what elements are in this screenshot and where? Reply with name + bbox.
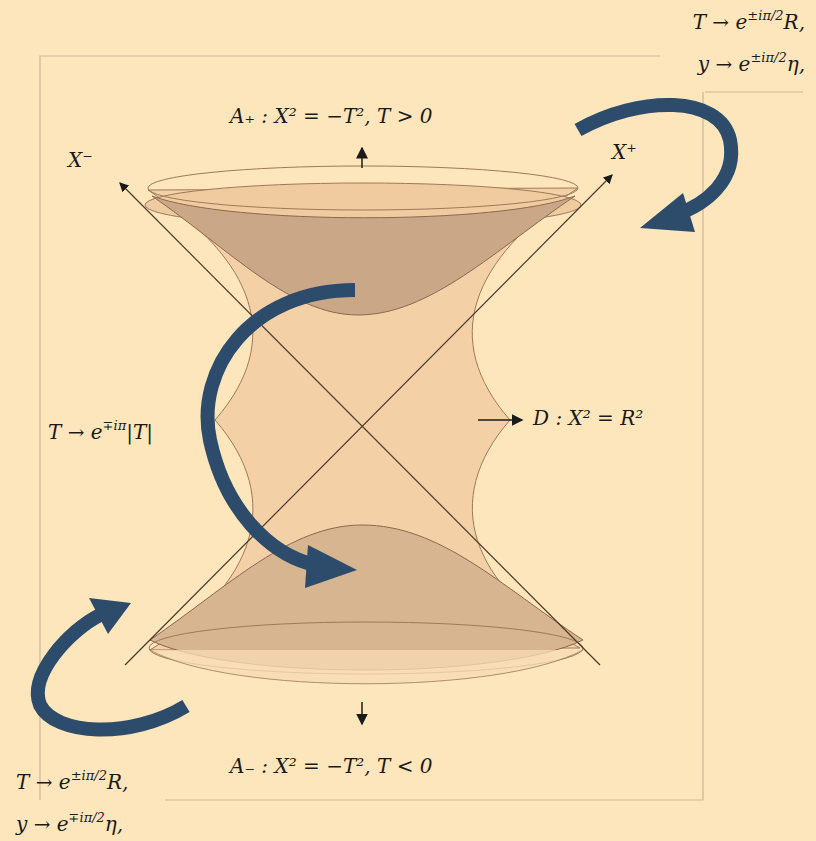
axis-label: X⁺ [612, 140, 637, 164]
math-text: R, [107, 770, 128, 794]
math-text: y → e [16, 812, 69, 836]
math-text: X⁻ [68, 148, 93, 172]
transform-rule: y → e±iπ/2η, [698, 50, 805, 76]
transform-rule: T → e∓iπ|T| [48, 418, 153, 444]
math-text: y → e [698, 52, 751, 76]
math-text: η, [787, 52, 805, 76]
math-text: |T| [126, 420, 153, 444]
transform-rule: T → e±iπ/2R, [16, 768, 128, 794]
math-text: X⁺ [612, 140, 637, 164]
axis-label: X⁻ [68, 148, 93, 172]
math-text: A₋ : X² = −T², T < 0 [230, 754, 433, 778]
math-text: T → e [48, 420, 103, 444]
exponent: ±iπ/2 [747, 8, 783, 23]
math-text: η, [105, 812, 123, 836]
math-text: R, [784, 10, 805, 34]
transform-rule: y → e∓iπ/2η, [16, 810, 123, 836]
exponent: ±iπ/2 [750, 50, 786, 65]
region-label: A₋ : X² = −T², T < 0 [230, 754, 433, 778]
transform-rule: T → e±iπ/2R, [693, 8, 805, 34]
exponent: ±iπ/2 [71, 768, 107, 783]
math-text: D : X² = R² [533, 406, 643, 430]
region-label: A₊ : X² = −T², T > 0 [230, 104, 433, 128]
math-text: A₊ : X² = −T², T > 0 [230, 104, 433, 128]
exponent: ∓iπ/2 [69, 810, 105, 825]
region-label: D : X² = R² [533, 406, 643, 430]
math-text: T → e [16, 770, 71, 794]
exponent: ∓iπ [103, 418, 127, 433]
math-text: T → e [693, 10, 748, 34]
